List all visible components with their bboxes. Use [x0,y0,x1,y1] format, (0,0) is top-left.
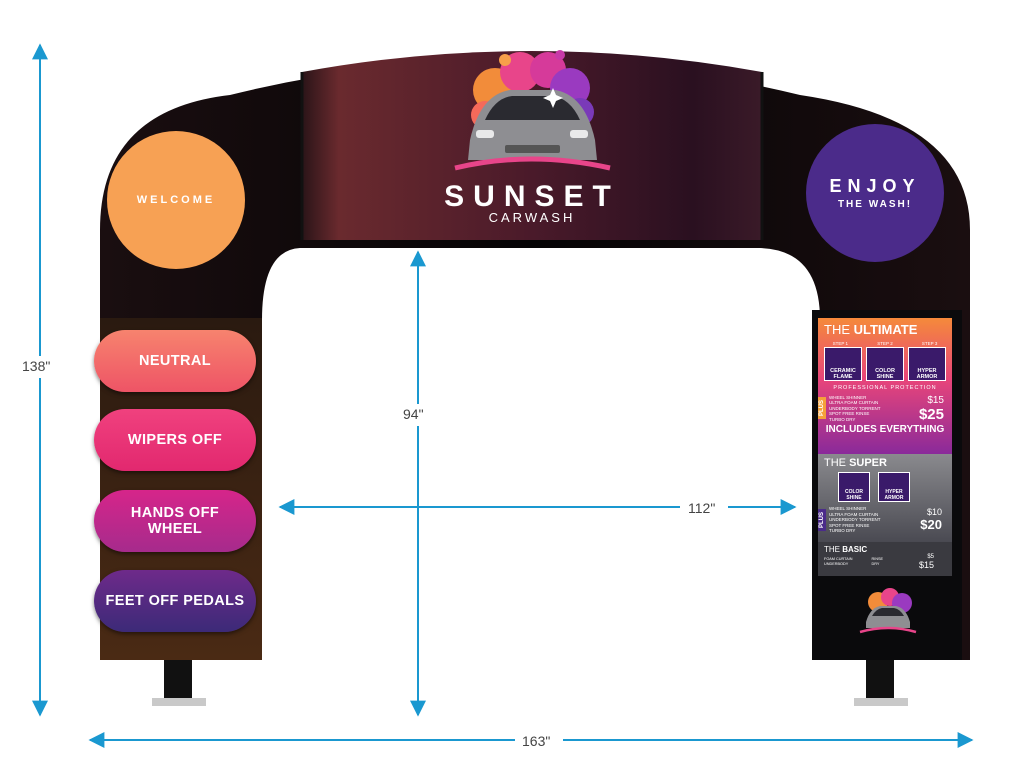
gap-inner-width [680,497,728,519]
ultimate-features: CERAMIC FLAME COLOR SHINE HYPER ARMOR [818,346,952,381]
sign-neutral: NEUTRAL [94,330,256,392]
hyper-armor-badge: HYPER ARMOR [908,346,946,381]
hyper-armor-badge: HYPER ARMOR [878,472,910,502]
dim-label-inner-width: 112" [688,500,716,516]
color-shine-badge: COLOR SHINE [866,346,904,381]
basic-items: FOAM CURTAIN RINSE UNDERBODY DRY [824,556,884,567]
super-plus-row: PLUS WHEEL SHINNER ULTRA FOAM CURTAIN UN… [818,506,952,534]
brand-sub: CARWASH [489,210,576,225]
super-features: COLOR SHINE HYPER ARMOR [818,469,952,502]
color-shine-badge: COLOR SHINE [838,472,870,502]
welcome-text: WELCOME [136,194,216,206]
super-items: WHEEL SHINNER ULTRA FOAM CURTAIN UNDERBO… [829,506,881,533]
dim-label-height: 138" [22,358,51,374]
super-section: THE SUPER COLOR SHINE HYPER ARMOR PLUS W… [818,454,952,542]
super-plus: PLUS [818,508,826,531]
right-base-post [866,655,894,700]
basic-row: FOAM CURTAIN RINSE UNDERBODY DRY $5 $15 [818,554,952,570]
sign-label: HANDS OFF WHEEL [130,505,220,537]
dim-label-inner-height: 94" [403,406,424,422]
left-base-post [164,655,192,700]
sign-wipers-off: WIPERS OFF [94,409,256,471]
right-base-plate [854,698,908,706]
basic-title: THE BASIC [824,545,868,554]
basic-prices: $5 $15 [918,554,934,570]
ultimate-title: THE ULTIMATE [824,322,918,337]
enjoy-line2: THE WASH! [837,199,913,210]
ultimate-plus: PLUS [818,397,826,420]
enjoy-line1: ENJOY [829,176,921,196]
ceramic-flame-badge: CERAMIC FLAME [824,346,862,381]
ultimate-plus-row: PLUS WHEEL SHINNER ULTRA FOAM CURTAIN UN… [818,395,952,423]
welcome-circle: WELCOME [107,131,245,269]
ultimate-steps: STEP 1 STEP 2 STEP 3 [832,341,938,346]
super-title: THE SUPER [824,457,887,469]
brand-name: SUNSET [444,180,620,213]
enjoy-circle: ENJOY THE WASH! [806,124,944,262]
logo-icon [454,50,611,171]
ultimate-items: WHEEL SHINNER ULTRA FOAM CURTAIN UNDERBO… [829,394,881,422]
sign-feet-off-pedals: FEET OFF PEDALS [94,570,256,632]
ultimate-prices: $15 $25 [918,394,944,423]
sign-label: FEET OFF PEDALS [105,593,245,609]
gap-width [515,730,563,752]
menu-board: THE ULTIMATE STEP 1 STEP 2 STEP 3 CERAMI… [818,318,952,576]
small-logo-icon [859,588,917,634]
gap-inner-height [400,404,436,426]
sign-hands-off-wheel: HANDS OFF WHEEL [94,490,256,552]
ultimate-tagline: PROFESSIONAL PROTECTION [833,384,937,391]
sign-label: NEUTRAL [138,353,212,369]
gap-height [20,356,62,378]
ultimate-includes: INCLUDES EVERYTHING [825,423,945,435]
dim-label-width: 163" [522,733,551,749]
basic-section: THE BASIC FOAM CURTAIN RINSE UNDERBODY D… [818,542,952,576]
super-prices: $10 $20 [920,507,942,533]
sign-label: WIPERS OFF [127,432,223,448]
ultimate-section: THE ULTIMATE STEP 1 STEP 2 STEP 3 CERAMI… [818,318,952,454]
left-base-plate [152,698,206,706]
